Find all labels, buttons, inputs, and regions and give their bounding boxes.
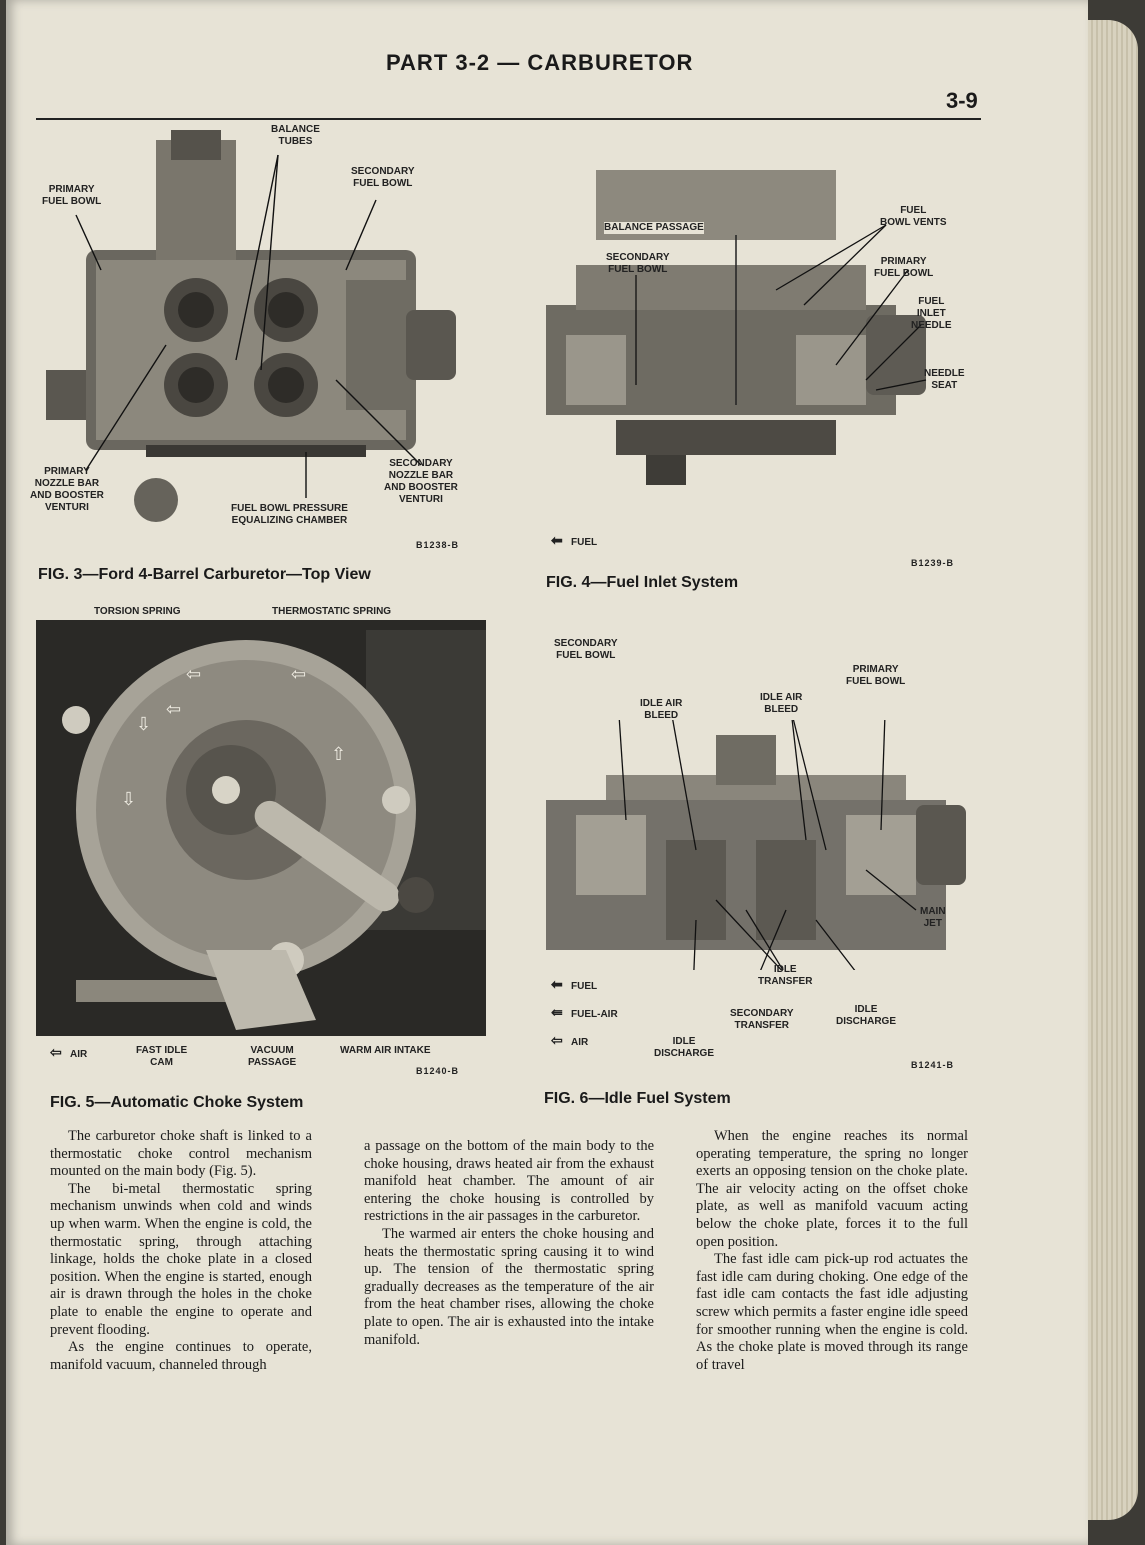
fuel-arrow-icon: ⬅ bbox=[551, 532, 563, 548]
svg-text:⇦: ⇦ bbox=[291, 664, 306, 684]
fig4-caption: FIG. 4—Fuel Inlet System bbox=[546, 574, 739, 591]
fig6-carburetor-illustration bbox=[546, 720, 966, 970]
fig6-label-idle-transfer: IDLE TRANSFER bbox=[758, 964, 813, 987]
fig5-label-fast-idle-cam: FAST IDLE CAM bbox=[136, 1045, 188, 1068]
fig6-label-idle-discharge-2: IDLE DISCHARGE bbox=[836, 1004, 897, 1027]
fig3-carburetor-illustration bbox=[46, 130, 456, 522]
fig5-code: B1240-B bbox=[416, 1066, 460, 1076]
fig5-choke-illustration: ⇩ ⇦ ⇦ ⇧ ⇩ ⇦ bbox=[36, 620, 486, 1036]
fig3-label-secondary-nozzle: SECONDARY NOZZLE BAR AND BOOSTER VENTURI bbox=[384, 458, 458, 505]
svg-text:⇩: ⇩ bbox=[136, 714, 151, 734]
fig6-label-main-jet: MAIN JET bbox=[920, 906, 946, 929]
fig3-code: B1238-B bbox=[416, 540, 460, 550]
header-rule bbox=[36, 118, 981, 120]
fuel-arrow-icon: ⬅ bbox=[551, 976, 563, 992]
fig6-legend-fuel: ⬅FUEL bbox=[551, 976, 598, 992]
fig6-label-idle-air-bleed-1: IDLE AIR BLEED bbox=[640, 698, 683, 721]
paragraph: The carburetor choke shaft is linked to … bbox=[50, 1128, 312, 1180]
fig6-label-secondary-transfer: SECONDARY TRANSFER bbox=[730, 1008, 794, 1031]
fig3-caption: FIG. 3—Ford 4-Barrel Carburetor—Top View bbox=[38, 566, 371, 583]
manual-page: PART 3-2 — CARBURETOR 3-9 BALANCE bbox=[6, 0, 1088, 1545]
fig4-legend-fuel: ⬅FUEL bbox=[551, 532, 598, 548]
text-column-3: When the engine reaches its normal opera… bbox=[696, 1128, 968, 1374]
fig6-code: B1241-B bbox=[911, 1060, 955, 1070]
fig6-label-idle-discharge-1: IDLE DISCHARGE bbox=[654, 1036, 715, 1059]
fig5-label-warm-air-intake: WARM AIR INTAKE bbox=[340, 1045, 431, 1056]
air-arrow-icon: ⇦ bbox=[551, 1032, 563, 1048]
fig5-label-torsion-spring: TORSION SPRING bbox=[94, 606, 181, 617]
svg-text:⇩: ⇩ bbox=[121, 789, 136, 809]
paragraph: When the engine reaches its normal opera… bbox=[696, 1128, 968, 1250]
text-column-1: The carburetor choke shaft is linked to … bbox=[50, 1128, 312, 1374]
fig5-label-thermostatic-spring: THERMOSTATIC SPRING bbox=[272, 606, 392, 617]
fig4-label-needle-seat: NEEDLE SEAT bbox=[924, 368, 965, 391]
fig4-label-primary-fuel-bowl: PRIMARY FUEL BOWL bbox=[874, 256, 934, 279]
fig3-label-primary-nozzle: PRIMARY NOZZLE BAR AND BOOSTER VENTURI bbox=[30, 466, 104, 513]
page-stack-edge bbox=[1088, 20, 1138, 1520]
text-column-2: a passage on the bottom of the main body… bbox=[364, 1138, 654, 1349]
fig4-label-secondary-fuel-bowl: SECONDARY FUEL BOWL bbox=[606, 252, 670, 275]
paragraph: The fast idle cam pick-up rod actuates t… bbox=[696, 1251, 968, 1373]
fig6-legend-air: ⇦AIR bbox=[551, 1032, 589, 1048]
fuel-air-arrow-icon: ⇚ bbox=[551, 1004, 563, 1020]
svg-text:⇦: ⇦ bbox=[166, 699, 181, 719]
paragraph: a passage on the bottom of the main body… bbox=[364, 1138, 654, 1225]
fig4-label-fuel-inlet-needle: FUEL INLET NEEDLE bbox=[911, 296, 952, 331]
fig4-carburetor-illustration bbox=[546, 170, 927, 485]
fig6-legend-fuel-air: ⇚FUEL-AIR bbox=[551, 1004, 618, 1020]
fig3-label-primary-fuel-bowl: PRIMARY FUEL BOWL bbox=[42, 184, 102, 207]
fig6-label-primary-fuel-bowl: PRIMARY FUEL BOWL bbox=[846, 664, 906, 687]
fig3-label-balance-tubes: BALANCE TUBES bbox=[271, 124, 320, 147]
fig5-caption: FIG. 5—Automatic Choke System bbox=[50, 1094, 304, 1111]
paragraph: As the engine continues to operate, mani… bbox=[50, 1339, 312, 1373]
fig6-caption: FIG. 6—Idle Fuel System bbox=[544, 1090, 731, 1107]
air-arrow-icon: ⇦ bbox=[50, 1044, 62, 1060]
fig3-label-secondary-fuel-bowl: SECONDARY FUEL BOWL bbox=[351, 166, 415, 189]
fig4-label-balance-passage: BALANCE PASSAGE bbox=[604, 222, 704, 234]
fig3-label-fuel-bowl-pressure: FUEL BOWL PRESSURE EQUALIZING CHAMBER bbox=[231, 503, 348, 526]
svg-text:⇧: ⇧ bbox=[331, 744, 346, 764]
fig5-photo-frame: ⇩ ⇦ ⇦ ⇧ ⇩ ⇦ bbox=[36, 620, 486, 1036]
fig5-label-vacuum-passage: VACUUM PASSAGE bbox=[248, 1045, 297, 1068]
fig4-code: B1239-B bbox=[911, 558, 955, 568]
page-number: 3-9 bbox=[946, 88, 978, 113]
paragraph: The warmed air enters the choke housing … bbox=[364, 1225, 654, 1348]
fig6-label-secondary-fuel-bowl: SECONDARY FUEL BOWL bbox=[554, 638, 618, 661]
fig5-legend-air: ⇦AIR bbox=[50, 1044, 88, 1060]
paragraph: The bi-metal thermostatic spring mechani… bbox=[50, 1180, 312, 1338]
fig6-label-idle-air-bleed-2: IDLE AIR BLEED bbox=[760, 692, 803, 715]
svg-text:⇦: ⇦ bbox=[186, 664, 201, 684]
fig4-label-fuel-bowl-vents: FUEL BOWL VENTS bbox=[880, 205, 947, 228]
page-header-title: PART 3-2 — CARBURETOR bbox=[386, 50, 694, 75]
